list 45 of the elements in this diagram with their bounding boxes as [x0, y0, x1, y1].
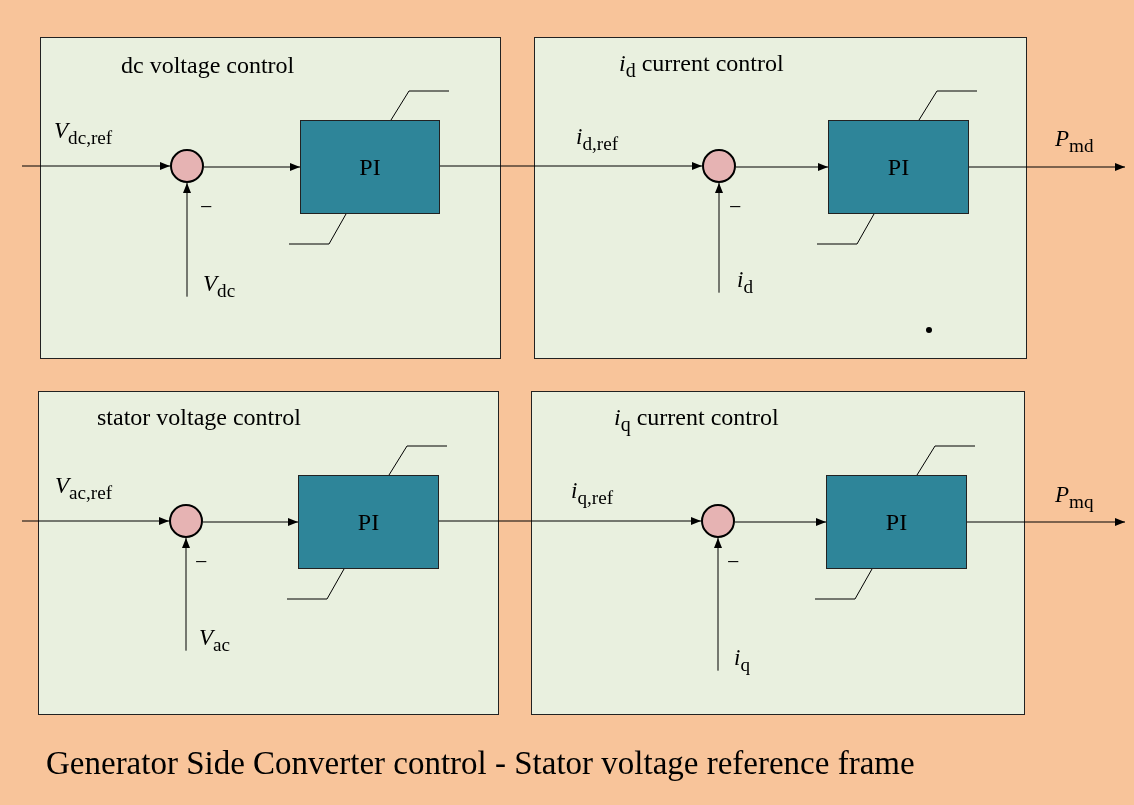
signal-label: i$_{d}$ — [737, 267, 753, 297]
pi-controller-block: PI — [826, 475, 967, 569]
panel-title: stator voltage control — [97, 404, 301, 431]
signal-label: V$_{dc,ref}$ — [54, 118, 113, 148]
control-panel — [38, 391, 499, 715]
signal-label: V$_{ac,ref}$ — [55, 473, 113, 503]
control-panel — [40, 37, 501, 359]
pi-controller-block: PI — [298, 475, 439, 569]
panel-title: i$_{q}$ current control — [614, 404, 779, 436]
signal-arrow — [21, 517, 170, 525]
signal-arrow — [968, 163, 1126, 171]
signal-arrow — [203, 163, 301, 171]
control-panel — [531, 391, 1025, 715]
summing-junction — [169, 504, 203, 538]
pi-controller-block: PI — [828, 120, 969, 214]
signal-label: i$_{d,ref}$ — [576, 124, 619, 154]
summing-junction — [702, 149, 736, 183]
signal-label: i$_{q,ref}$ — [571, 478, 614, 508]
signal-label: V$_{ac}$ — [199, 625, 231, 655]
caption: Generator Side Converter control - Stator voltage reference frame — [46, 745, 915, 782]
signal-arrow — [966, 518, 1126, 526]
signal-label: P$_{mq}$ — [1055, 482, 1094, 512]
control-panel — [534, 37, 1027, 359]
signal-arrow — [715, 182, 723, 294]
signal-arrow — [438, 517, 702, 525]
signal-arrow — [182, 537, 190, 652]
signal-label: V$_{dc}$ — [203, 271, 236, 301]
signal-arrow — [439, 162, 703, 170]
pi-controller-block: PI — [300, 120, 440, 214]
signal-arrow — [734, 518, 827, 526]
minus-sign: − — [727, 551, 740, 573]
signal-arrow — [735, 163, 829, 171]
panel-title: dc voltage control — [121, 52, 295, 79]
summing-junction — [701, 504, 735, 538]
panel-title: i$_{d}$ current control — [619, 50, 784, 82]
summing-junction — [170, 149, 204, 183]
minus-sign: − — [729, 196, 742, 218]
signal-arrow — [21, 162, 171, 170]
signal-label: i$_{q}$ — [734, 645, 750, 675]
signal-label: P$_{md}$ — [1055, 126, 1094, 156]
signal-arrow — [714, 537, 722, 672]
signal-arrow — [183, 182, 191, 298]
signal-arrow — [202, 518, 299, 526]
minus-sign: − — [195, 551, 208, 573]
minus-sign: − — [200, 196, 213, 218]
